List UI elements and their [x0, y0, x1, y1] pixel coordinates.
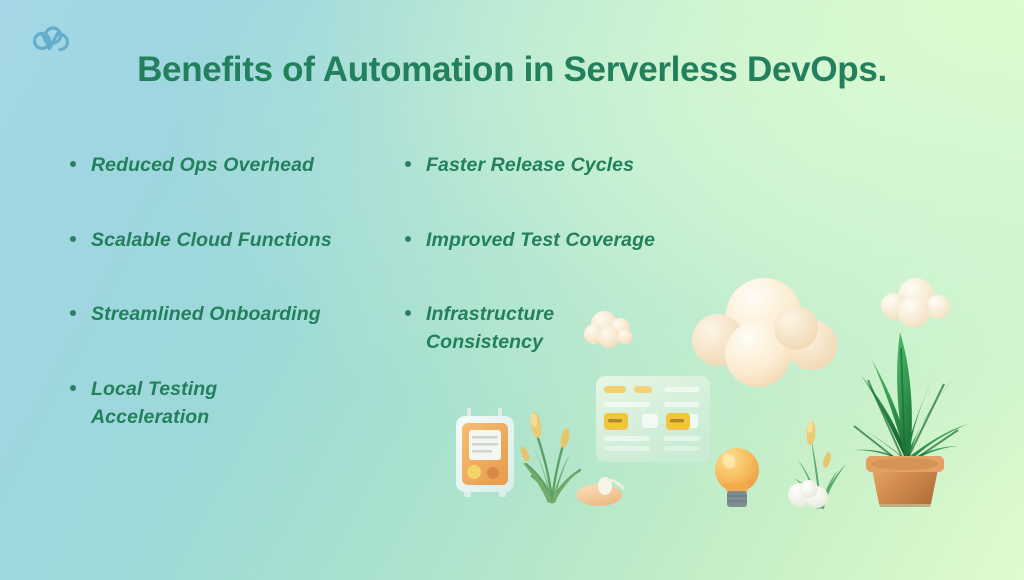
list-item: Infrastructure Consistency: [405, 301, 740, 356]
bullet-dot-icon: [70, 235, 76, 242]
bullet-label: Local Testing Acceleration: [91, 378, 218, 428]
bullet-label: Faster Release Cycles: [426, 154, 635, 176]
lightbulb-icon: [715, 448, 759, 507]
potted-plant-icon: [844, 332, 968, 507]
bullet-label: Streamlined Onboarding: [91, 303, 321, 326]
bullet-dot-icon: [405, 235, 411, 242]
bullet-label: Reduced Ops Overhead: [91, 154, 315, 176]
list-item: Faster Release Cycles: [405, 152, 740, 180]
list-item: Reduced Ops Overhead: [70, 152, 405, 180]
bullet-label: Infrastructure Consistency: [426, 303, 555, 354]
bullet-label: Improved Test Coverage: [426, 228, 656, 251]
bullet-column-left: Reduced Ops Overhead Scalable Cloud Func…: [70, 152, 405, 452]
bullet-columns: Reduced Ops Overhead Scalable Cloud Func…: [70, 152, 770, 452]
bullet-dot-icon: [405, 310, 411, 317]
wheat-grass-right-icon: [794, 421, 846, 509]
page-title: Benefits of Automation in Serverless Dev…: [137, 50, 887, 89]
bullet-column-right: Faster Release Cycles Improved Test Cove…: [405, 152, 740, 452]
bullet-dot-icon: [70, 385, 76, 392]
cloud-logo-icon[interactable]: [29, 24, 73, 58]
list-item: Streamlined Onboarding: [70, 301, 405, 329]
bullet-dot-icon: [70, 161, 76, 167]
top-right-cloud-icon: [881, 278, 950, 328]
list-item: Improved Test Coverage: [405, 227, 740, 255]
small-stone-icon: [576, 477, 625, 506]
white-pebble-cloud-icon: [788, 480, 828, 508]
bullet-dot-icon: [405, 161, 411, 167]
list-item: Scalable Cloud Functions: [70, 227, 405, 255]
list-item: Local Testing Acceleration: [70, 376, 405, 431]
bullet-label: Scalable Cloud Functions: [91, 228, 332, 251]
bullet-dot-icon: [70, 310, 76, 317]
